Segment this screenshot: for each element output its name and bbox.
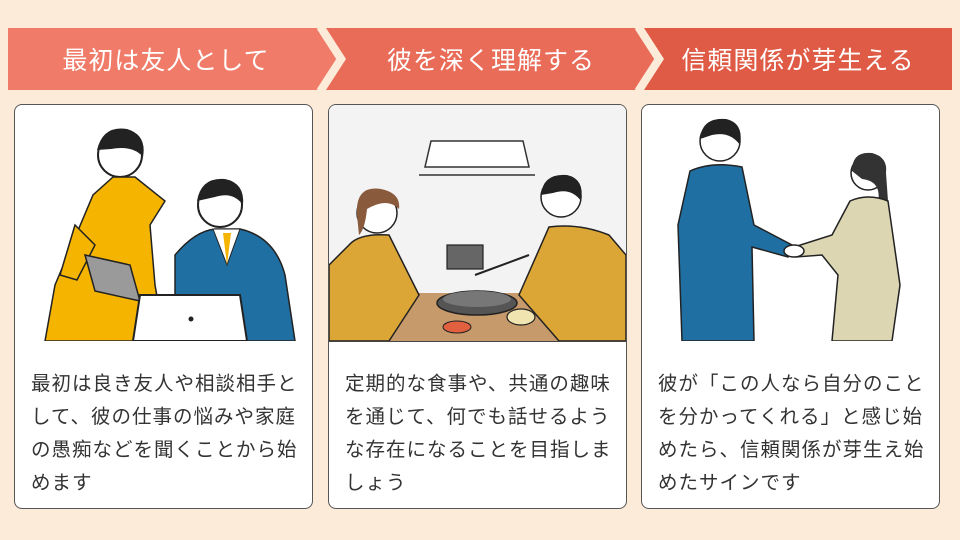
step-2-label: 彼を深く理解する <box>386 46 595 75</box>
card-understand-text: 定期的な食事や、共通の趣味を通じて、何でも話せるような存在になることを目指しまし… <box>345 372 612 494</box>
dinner-illustration <box>329 105 626 341</box>
card-friend: 最初は良き友人や相談相手として、彼の仕事の悩みや家庭の愚痴などを聞くことから始め… <box>14 104 313 509</box>
step-3-label: 信頼関係が芽生える <box>681 46 915 75</box>
step-arrows: 最初は友人として 彼を深く理解する 信頼関係が芽生える <box>8 28 952 90</box>
illustration-divider <box>329 341 626 342</box>
step-3-arrow: 信頼関係が芽生える <box>644 28 952 90</box>
card-trust: 彼が「この人なら自分のことを分かってくれる」と感じ始めたら、信頼関係が芽生え始め… <box>641 104 940 509</box>
yakiniku-dinner-icon <box>329 140 626 341</box>
card-friend-text: 最初は良き友人や相談相手として、彼の仕事の悩みや家庭の愚痴などを聞くことから始め… <box>31 372 298 494</box>
woman-and-man-office-icon <box>44 128 296 341</box>
chevron-separator-icon <box>634 28 658 90</box>
card-trust-text: 彼が「この人なら自分のことを分かってくれる」と感じ始めたら、信頼関係が芽生え始め… <box>658 372 925 494</box>
step-1-arrow: 最初は友人として <box>8 28 338 90</box>
handshake-icon <box>677 118 901 341</box>
card-understand: 定期的な食事や、共通の趣味を通じて、何でも話せるような存在になることを目指しまし… <box>328 104 627 509</box>
step-1-label: 最初は友人として <box>62 46 270 75</box>
step-2-arrow: 彼を深く理解する <box>326 28 656 90</box>
chevron-separator-icon <box>316 28 340 90</box>
handshake-illustration <box>642 105 939 341</box>
office-illustration <box>15 105 312 341</box>
